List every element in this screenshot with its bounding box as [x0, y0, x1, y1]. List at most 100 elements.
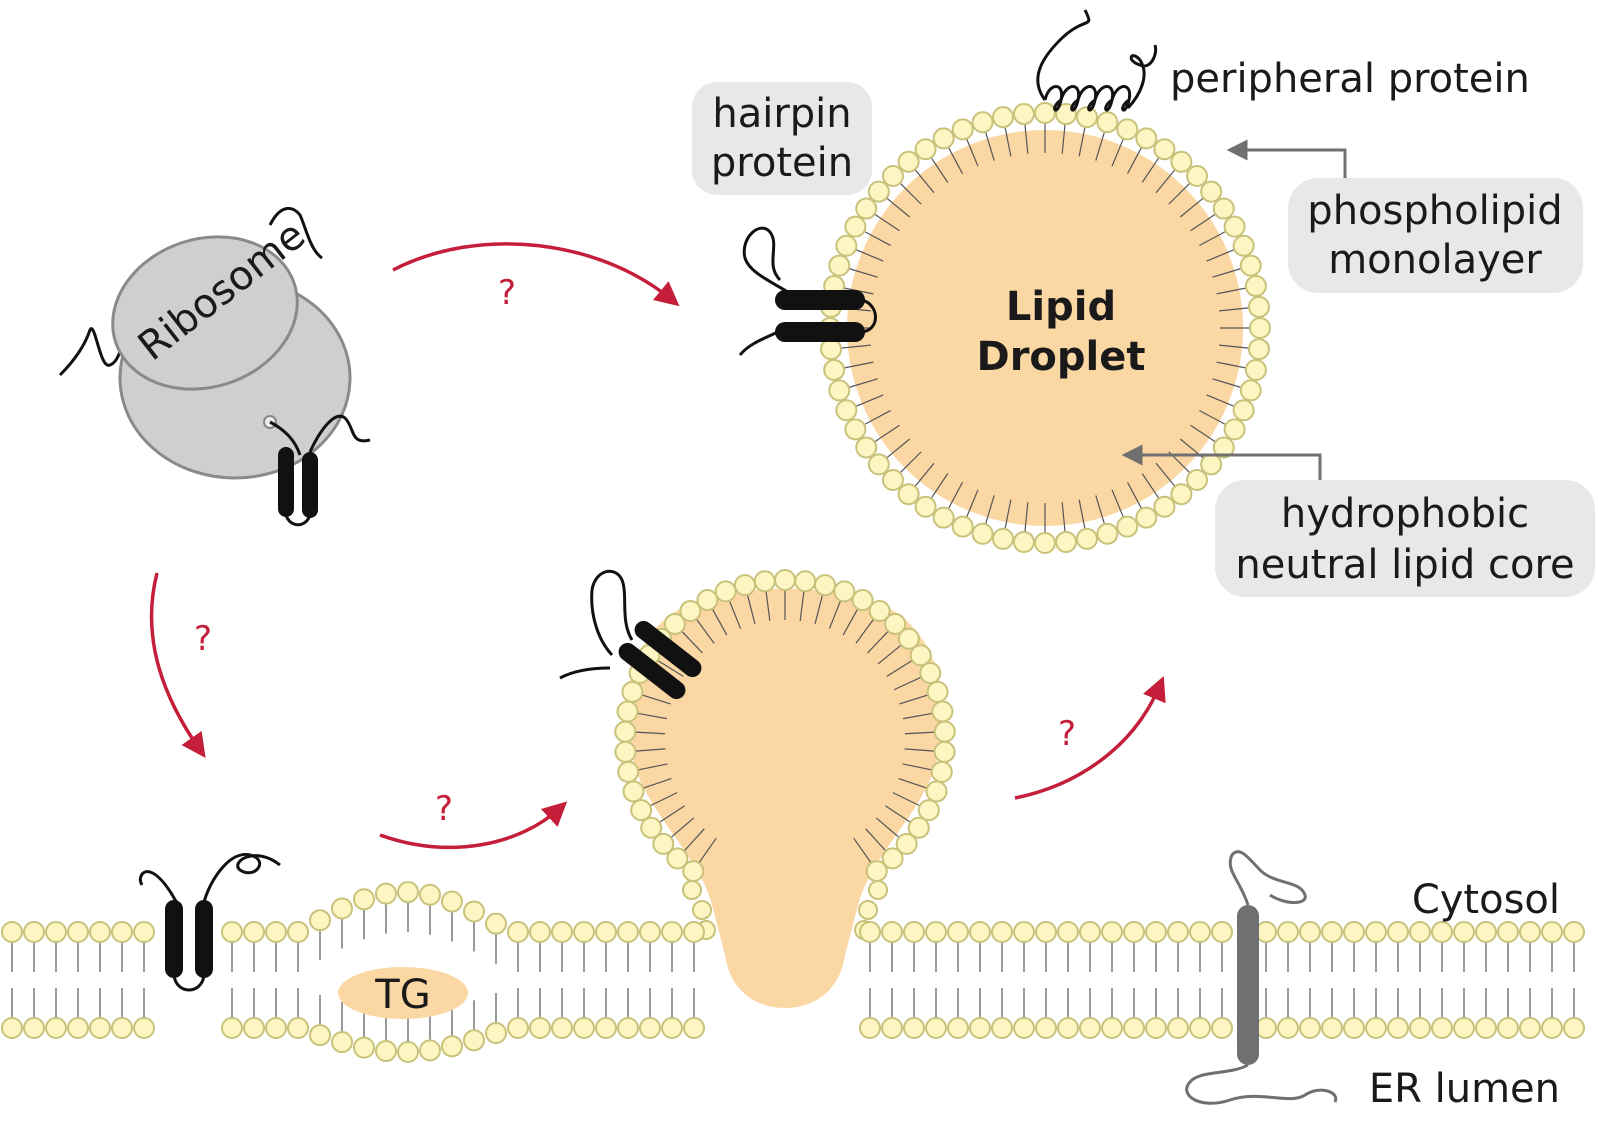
lipid-head: [133, 1017, 155, 1039]
mrna-strand: [58, 327, 128, 377]
lipid-head: [991, 921, 1013, 943]
lipid-head: [881, 1017, 903, 1039]
lipid-head: [932, 127, 955, 150]
lipid-head: [614, 720, 637, 743]
lipid-tail: [1212, 267, 1242, 278]
lipid-head: [1244, 358, 1267, 381]
lipid-head: [895, 832, 918, 855]
lipid-head: [881, 469, 904, 492]
cytosolic-loop: [1228, 850, 1307, 906]
lipid-head: [551, 1017, 573, 1039]
lipid-tail: [874, 213, 900, 232]
lipid-head: [23, 921, 45, 943]
lipid-tail: [698, 837, 717, 864]
lipid-head: [595, 921, 617, 943]
bud-hairpin-tail-bottom: [559, 666, 611, 680]
mrna-strand-tail: [268, 206, 323, 260]
lipid-tail: [914, 462, 935, 487]
lipid-head: [1497, 921, 1519, 943]
question-mark-4: ?: [1058, 714, 1076, 754]
hairpin-label-line1: hairpin: [712, 91, 851, 137]
lipid-head: [926, 680, 949, 703]
ribosome: Ribosome: [58, 206, 371, 527]
lipid-head: [1223, 418, 1246, 441]
lipid-head: [903, 921, 925, 943]
lipid-tail: [855, 248, 884, 262]
lipid-head: [897, 483, 920, 506]
lipid-tail: [843, 361, 874, 369]
lipid-tail: [914, 169, 935, 194]
monolayer-label-line1: phospholipid: [1307, 188, 1562, 234]
lipid-tail: [1206, 394, 1235, 408]
lipid-tail: [728, 600, 742, 629]
er-hairpin-helix-2: [195, 900, 213, 978]
bud-hairpin-tail-top: [590, 569, 634, 657]
lipid-head: [844, 215, 867, 238]
lipid-tail: [875, 817, 900, 838]
lipid-tail: [899, 182, 922, 205]
lipid-head: [1365, 1017, 1387, 1039]
lipid-head: [1153, 138, 1176, 161]
lipid-head: [1096, 522, 1119, 545]
lipid-tail: [892, 792, 921, 807]
lipid-head: [1013, 1017, 1035, 1039]
lipid-head: [881, 847, 904, 870]
lipid-head: [1343, 921, 1365, 943]
lipid-head: [1075, 106, 1098, 129]
lipid-tail: [1078, 126, 1086, 157]
lipid-head: [309, 1024, 331, 1047]
lipid-head: [67, 921, 89, 943]
droplet-hairpin-protein: [738, 226, 877, 356]
lipid-tail: [649, 792, 678, 807]
lipid-head: [867, 453, 890, 476]
lipid-head: [1079, 921, 1101, 943]
lipid-tail: [1216, 361, 1247, 369]
lipid-head: [1211, 921, 1233, 943]
monolayer-callout: [1288, 178, 1583, 293]
lipid-head: [897, 150, 920, 173]
lipid-head: [1186, 164, 1209, 187]
lipid-head: [991, 1017, 1013, 1039]
lipid-head: [1277, 1017, 1299, 1039]
core-label-line1: hydrophobic: [1281, 491, 1529, 537]
bud-hairpin-protein: [559, 569, 702, 700]
lipid-head: [1249, 317, 1271, 339]
lipid-tail: [1061, 123, 1066, 154]
lipid-tail: [1004, 499, 1012, 530]
lipid-head: [907, 816, 930, 839]
lipid-head: [1212, 436, 1235, 459]
lipid-head: [1123, 1017, 1145, 1039]
lipid-head: [1, 921, 23, 943]
lipid-tail: [1111, 138, 1125, 167]
lipid-head: [331, 1031, 353, 1054]
lipid-head: [1189, 921, 1211, 943]
lipid-head: [1232, 399, 1255, 422]
lipid-head: [397, 881, 419, 904]
lipid-head: [1247, 338, 1270, 361]
lipid-head: [1013, 921, 1035, 943]
lipid-head: [89, 921, 111, 943]
lipid-tail: [840, 344, 871, 349]
lipid-tail: [695, 618, 715, 644]
lipid-head: [947, 921, 969, 943]
lipid-tail: [863, 230, 891, 247]
lipid-head: [353, 1036, 375, 1059]
lipid-tail: [898, 778, 928, 789]
lipid-head: [1541, 1017, 1563, 1039]
bud-hairpin-helix-2: [618, 642, 686, 700]
er-membrane-tails: [11, 900, 1575, 1044]
integral-membrane-protein: [1185, 850, 1338, 1105]
lipid-head: [617, 921, 639, 943]
lipid-head: [855, 197, 878, 220]
lipid-tail: [1024, 502, 1029, 533]
lipid-head: [774, 569, 796, 591]
lipid-head: [931, 700, 954, 723]
budding-droplet-core: [626, 588, 944, 1008]
lipid-head: [814, 574, 837, 597]
lipid-head: [1035, 1017, 1057, 1039]
lipid-head: [265, 921, 287, 943]
lipid-tail: [904, 731, 935, 735]
lipid-head: [1239, 254, 1262, 277]
lipid-tail: [1095, 131, 1106, 161]
lipid-tail: [965, 138, 979, 167]
